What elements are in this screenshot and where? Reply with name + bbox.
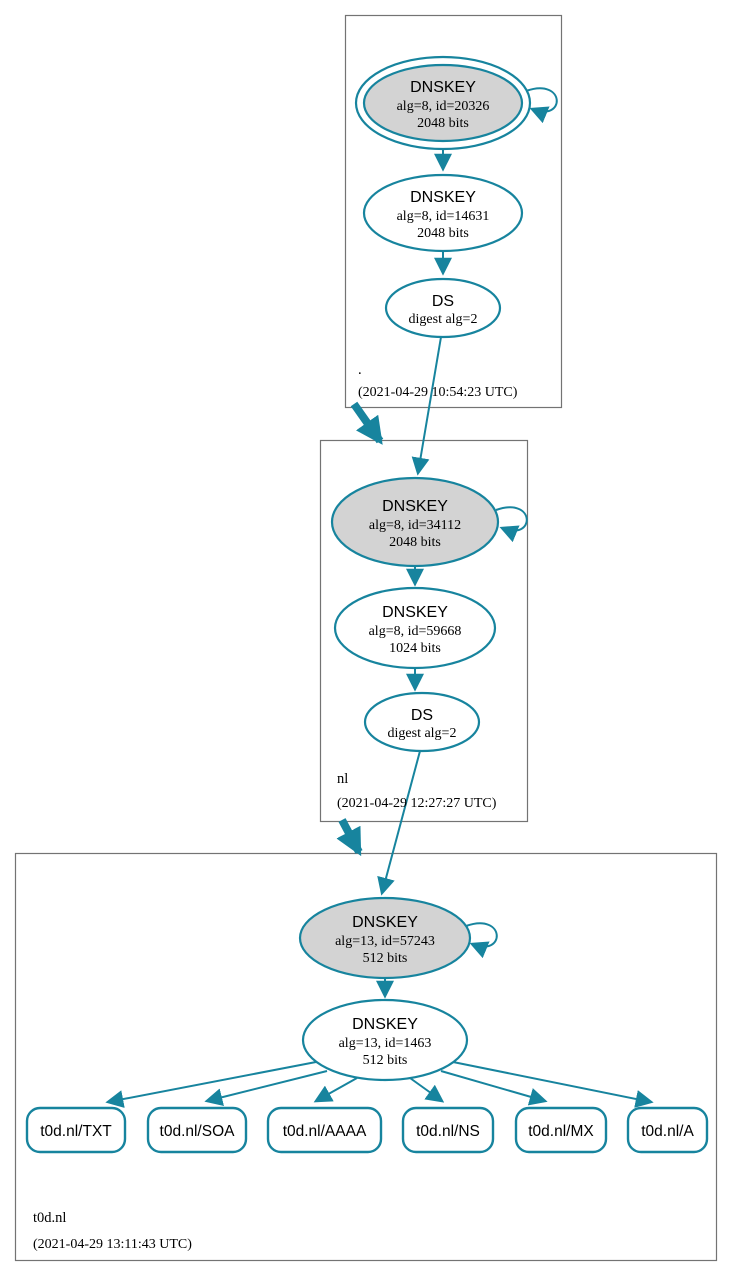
node-t0d-zsk-bits: 512 bits — [363, 1053, 408, 1068]
node-root-zsk[interactable]: DNSKEY alg=8, id=14631 2048 bits — [362, 173, 524, 253]
zone-timestamp-nl: (2021-04-29 12:27:27 UTC) — [337, 796, 497, 811]
edge-delegation-nl-to-t0d — [336, 818, 363, 857]
node-root-ksk[interactable]: DNSKEY alg=8, id=20326 2048 bits — [354, 55, 532, 151]
node-nl-ds[interactable]: DS digest alg=2 — [363, 691, 481, 753]
edge-t0d-zsk-to-aaaa — [313, 1077, 358, 1103]
node-nl-ds-digest: digest alg=2 — [388, 726, 457, 741]
node-t0d-ksk-label: DNSKEY — [352, 914, 418, 931]
rrset-t0d-nl-aaaa-label: t0d.nl/AAAA — [283, 1123, 367, 1140]
edge-t0d-zsk-to-mx — [440, 1070, 548, 1106]
rrset-t0d-nl-a[interactable]: t0d.nl/A — [626, 1106, 709, 1154]
node-root-ksk-bits: 2048 bits — [417, 116, 469, 131]
rrset-t0d-nl-ns-label: t0d.nl/NS — [416, 1123, 480, 1140]
edge-nl-ksk-selfloop — [495, 506, 528, 543]
rrset-t0d-nl-soa-label: t0d.nl/SOA — [160, 1123, 236, 1140]
rrset-t0d-nl-txt-label: t0d.nl/TXT — [40, 1123, 112, 1140]
edge-t0d-zsk-to-soa — [204, 1070, 328, 1107]
node-t0d-ksk-bits: 512 bits — [363, 951, 408, 966]
node-root-ksk-alg: alg=8, id=20326 — [397, 99, 490, 114]
node-nl-ksk-label: DNSKEY — [382, 498, 448, 515]
edge-root-ksk-selfloop — [525, 87, 558, 124]
edge-nl-ds-to-t0d-ksk — [377, 750, 421, 896]
edge-t0d-zsk-to-ns — [409, 1077, 445, 1103]
node-nl-ksk-alg: alg=8, id=34112 — [369, 518, 461, 533]
zone-timestamp-t0d-nl: (2021-04-29 13:11:43 UTC) — [33, 1237, 192, 1252]
node-root-ds-digest: digest alg=2 — [409, 312, 478, 327]
zone-label-t0d-nl: t0d.nl — [33, 1210, 66, 1226]
node-t0d-zsk-alg: alg=13, id=1463 — [339, 1036, 432, 1051]
rrset-t0d-nl-txt[interactable]: t0d.nl/TXT — [25, 1106, 127, 1154]
node-nl-ksk-bits: 2048 bits — [389, 535, 441, 550]
node-root-zsk-bits: 2048 bits — [417, 226, 469, 241]
node-root-ksk-label: DNSKEY — [410, 79, 476, 96]
zone-label-root: . — [358, 362, 362, 378]
rrset-t0d-nl-mx-label: t0d.nl/MX — [528, 1123, 594, 1140]
rrset-t0d-nl-mx[interactable]: t0d.nl/MX — [514, 1106, 608, 1154]
edge-root-ds-to-nl-ksk — [411, 336, 442, 476]
node-t0d-ksk-alg: alg=13, id=57243 — [335, 934, 435, 949]
node-root-ds-label: DS — [432, 293, 454, 310]
node-t0d-zsk-label: DNSKEY — [352, 1016, 418, 1033]
node-root-zsk-label: DNSKEY — [410, 189, 476, 206]
node-t0d-ksk[interactable]: DNSKEY alg=13, id=57243 512 bits — [298, 896, 472, 980]
node-root-ds[interactable]: DS digest alg=2 — [384, 277, 502, 339]
rrset-t0d-nl-ns[interactable]: t0d.nl/NS — [401, 1106, 495, 1154]
node-nl-zsk[interactable]: DNSKEY alg=8, id=59668 1024 bits — [333, 586, 497, 670]
rrset-t0d-nl-soa[interactable]: t0d.nl/SOA — [146, 1106, 248, 1154]
edge-t0d-zsk-to-txt — [105, 1061, 317, 1108]
rrset-t0d-nl-a-label: t0d.nl/A — [641, 1123, 694, 1140]
node-nl-zsk-alg: alg=8, id=59668 — [369, 624, 462, 639]
zone-timestamp-root: (2021-04-29 10:54:23 UTC) — [358, 385, 518, 400]
node-nl-zsk-label: DNSKEY — [382, 604, 448, 621]
zone-label-nl: nl — [337, 771, 348, 787]
edge-delegation-root-to-nl — [350, 401, 384, 445]
node-nl-ds-label: DS — [411, 707, 433, 724]
rrset-t0d-nl-aaaa[interactable]: t0d.nl/AAAA — [266, 1106, 383, 1154]
node-nl-ksk[interactable]: DNSKEY alg=8, id=34112 2048 bits — [330, 476, 500, 568]
edge-t0d-ksk-selfloop — [465, 922, 498, 959]
node-nl-zsk-bits: 1024 bits — [389, 641, 441, 656]
node-t0d-zsk[interactable]: DNSKEY alg=13, id=1463 512 bits — [301, 998, 469, 1082]
node-root-zsk-alg: alg=8, id=14631 — [397, 209, 490, 224]
edge-t0d-zsk-to-a — [452, 1061, 654, 1108]
